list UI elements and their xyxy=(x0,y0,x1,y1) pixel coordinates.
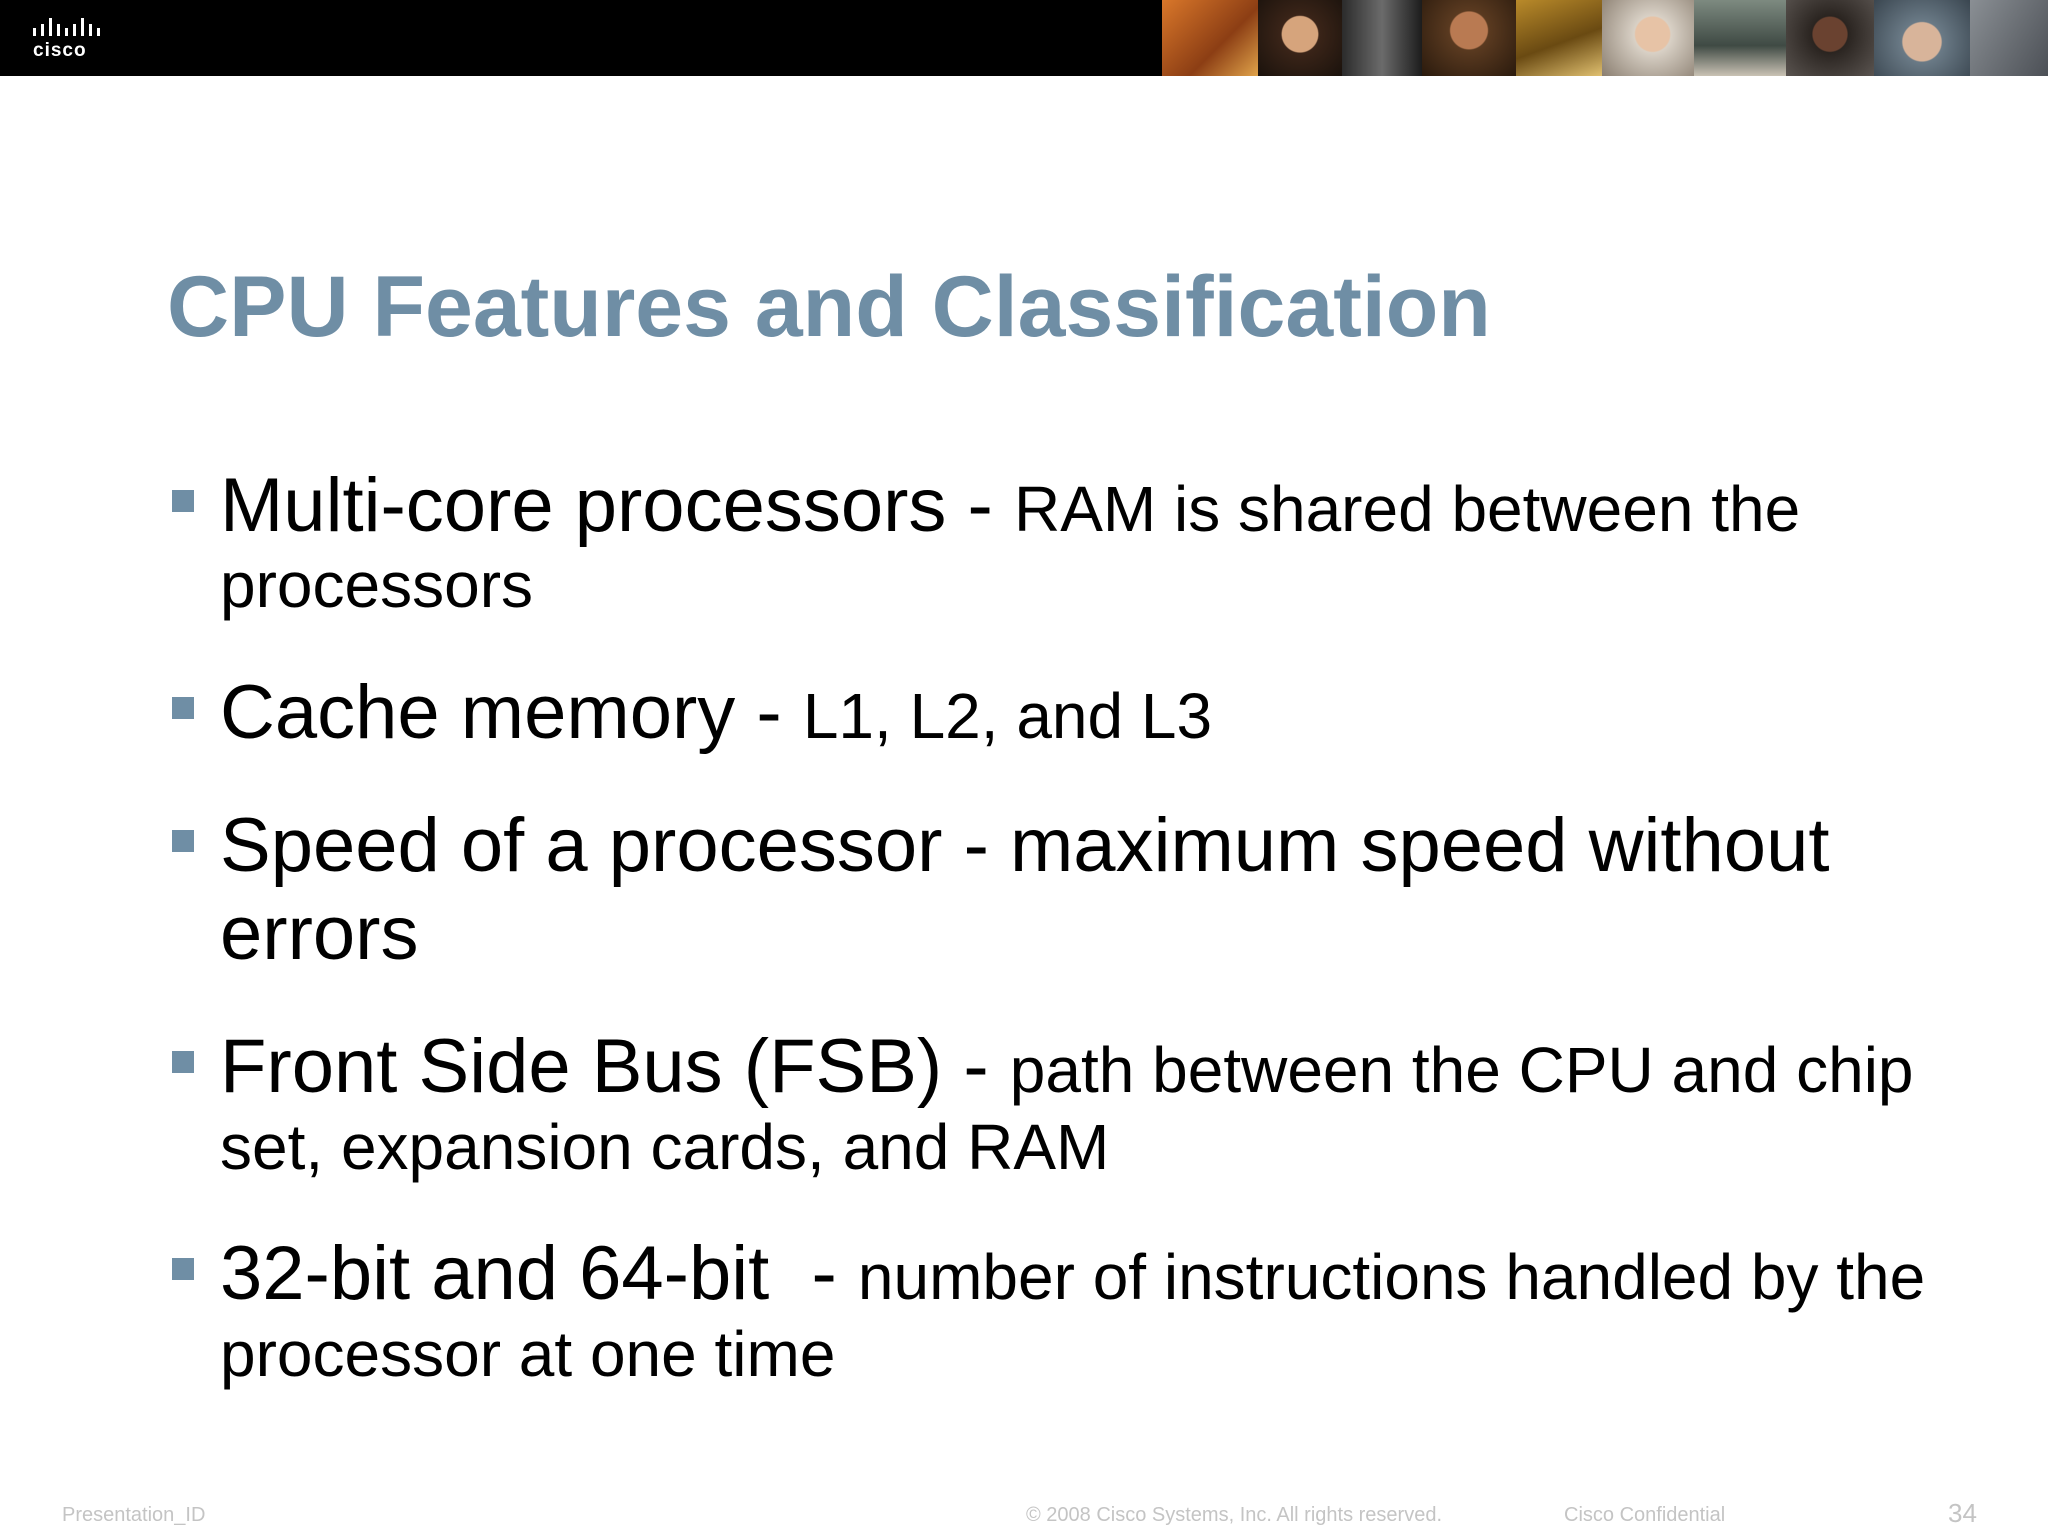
header-bar: cisco xyxy=(0,0,2048,76)
bullet-square-icon xyxy=(172,490,194,512)
bullet-square-icon xyxy=(172,696,194,719)
bullet-term: Cache memory xyxy=(220,669,736,755)
bullet-item: 32-bit and 64-bit - number of instructio… xyxy=(172,1230,1932,1391)
bullet-separator: - xyxy=(735,669,803,755)
page-number: 34 xyxy=(1948,1498,1977,1528)
bullet-description: path between the CPU and chip set, expan… xyxy=(220,1034,1914,1183)
slide-title: CPU Features and Classification xyxy=(167,259,1491,355)
photo-10 xyxy=(1970,0,2048,76)
bullet-list: Multi-core processors - RAM is shared be… xyxy=(172,462,1932,1437)
bullet-separator: - xyxy=(942,803,1010,889)
bullet-square-icon xyxy=(172,1258,194,1281)
copyright-notice: © 2008 Cisco Systems, Inc. All rights re… xyxy=(1026,1504,1443,1526)
bullet-term: Front Side Bus (FSB) xyxy=(220,1024,943,1110)
cisco-bridge-logo-icon: cisco xyxy=(33,18,100,61)
photo-7 xyxy=(1694,0,1786,76)
photo-1 xyxy=(1162,0,1258,76)
bullet-description: maximum speed without errors xyxy=(220,803,1830,976)
bullet-item: Front Side Bus (FSB) - path between the … xyxy=(172,1023,1932,1184)
logo-text: cisco xyxy=(33,40,87,61)
bullet-separator: - xyxy=(946,463,1014,548)
photo-9 xyxy=(1874,0,1970,76)
photo-4 xyxy=(1422,0,1516,76)
photo-strip xyxy=(1162,0,2048,76)
bullet-term: 32-bit and 64-bit xyxy=(220,1231,770,1317)
bullet-separator: - xyxy=(769,1231,858,1317)
bullet-square-icon xyxy=(172,1051,194,1074)
photo-2 xyxy=(1258,0,1342,76)
bullet-item: Multi-core processors - RAM is shared be… xyxy=(172,462,1932,623)
bullet-term: Speed of a processor xyxy=(220,803,943,889)
bullet-term: Multi-core processors xyxy=(220,463,947,548)
photo-5 xyxy=(1516,0,1602,76)
bullet-description: L1, L2, and L3 xyxy=(802,679,1213,752)
bullet-square-icon xyxy=(172,830,194,853)
bullet-description: RAM is shared between the processors xyxy=(220,473,1801,622)
presentation-id: Presentation_ID xyxy=(62,1504,206,1526)
bullet-item: Speed of a processor - maximum speed wit… xyxy=(172,802,1932,977)
photo-3 xyxy=(1342,0,1422,76)
photo-8 xyxy=(1786,0,1874,76)
bullet-description: number of instructions handled by the pr… xyxy=(220,1241,1926,1390)
bullet-separator: - xyxy=(942,1024,1010,1110)
photo-6 xyxy=(1602,0,1694,76)
cisco-logo: cisco xyxy=(30,14,120,62)
confidential-label: Cisco Confidential xyxy=(1564,1504,1726,1526)
bullet-item: Cache memory - L1, L2, and L3 xyxy=(172,669,1932,756)
